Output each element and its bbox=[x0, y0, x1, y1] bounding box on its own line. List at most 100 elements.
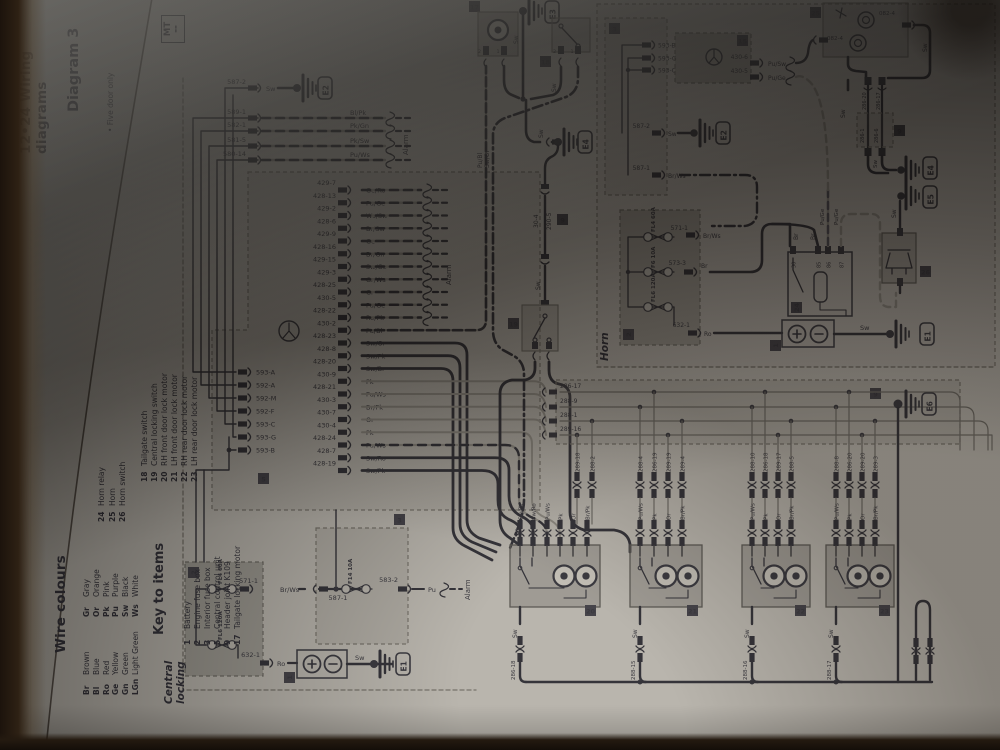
wire-label: Br bbox=[810, 233, 817, 240]
wire-label: 430-4 bbox=[317, 421, 336, 429]
connector bbox=[549, 432, 557, 438]
junction-dot bbox=[625, 67, 631, 73]
wire-label: 288-17 bbox=[827, 660, 833, 680]
wire-label: 288-9 bbox=[560, 398, 578, 405]
wire bbox=[635, 645, 645, 650]
item-badge-label: 3 bbox=[612, 26, 617, 34]
connector bbox=[398, 586, 407, 592]
wire-label: 289-4 bbox=[681, 456, 687, 472]
wire-label: 082-4 bbox=[827, 36, 843, 42]
wire bbox=[831, 484, 841, 489]
wire bbox=[844, 484, 854, 489]
key-item: 19Central locking switch bbox=[149, 383, 159, 482]
wire bbox=[857, 484, 867, 489]
earth-badge-label: E2 bbox=[322, 85, 331, 95]
wire-label: 288-1 bbox=[560, 412, 578, 419]
wire bbox=[587, 484, 597, 489]
wire-label: Br/Pk bbox=[681, 505, 687, 520]
motor-icon bbox=[854, 572, 862, 580]
connector bbox=[749, 537, 755, 546]
wire-label: Pu/Ws bbox=[546, 503, 552, 520]
wire-label: 428-8 bbox=[317, 345, 336, 353]
wire bbox=[760, 532, 770, 537]
wire-label: 288-2 bbox=[591, 456, 597, 472]
break-squiggle bbox=[385, 153, 396, 169]
junction-dot bbox=[690, 129, 698, 137]
wire-label: 428-16 bbox=[313, 243, 336, 251]
connector bbox=[846, 472, 852, 481]
wire-label: 430-7 bbox=[317, 409, 336, 417]
wire bbox=[638, 660, 648, 684]
terminal bbox=[532, 342, 538, 349]
wire bbox=[568, 532, 578, 537]
connector bbox=[859, 520, 865, 529]
connector bbox=[549, 418, 557, 424]
wire-label: 286-17 bbox=[876, 92, 882, 110]
wire-label: Pk bbox=[848, 513, 854, 520]
wire bbox=[540, 261, 550, 265]
wire-label: Ro bbox=[277, 660, 285, 668]
connector bbox=[686, 232, 695, 238]
wire bbox=[635, 484, 645, 489]
connector bbox=[833, 489, 839, 498]
wire-label: 290-5 bbox=[546, 212, 553, 230]
connector bbox=[557, 537, 563, 546]
wire-label: Br bbox=[701, 263, 708, 270]
connector bbox=[872, 537, 878, 546]
wire-label: 289-19 bbox=[667, 452, 673, 472]
wire bbox=[307, 659, 317, 669]
break-squiggle bbox=[439, 582, 450, 598]
connector bbox=[584, 537, 590, 546]
wire-label: 429-3 bbox=[317, 268, 336, 276]
wire-label: 288-5 bbox=[790, 456, 796, 472]
connector bbox=[530, 537, 536, 546]
wire-label: 430-6 bbox=[731, 54, 749, 61]
wire-label: 429-2 bbox=[317, 205, 336, 213]
key-item: 17Tailgate locking motor bbox=[232, 545, 242, 645]
wire-label: 593-A bbox=[256, 369, 276, 377]
connector bbox=[589, 472, 595, 481]
key-item: 18Tailgate switch bbox=[140, 410, 149, 482]
diagram-number: Diagram 3 bbox=[66, 27, 82, 112]
wire-label: 428-13 bbox=[313, 192, 336, 200]
wire-label: 589-1 bbox=[227, 108, 246, 116]
wire-label: Alarm bbox=[445, 264, 453, 285]
connector bbox=[762, 472, 768, 481]
junction-dot bbox=[886, 330, 894, 338]
wire-label: 593-C bbox=[256, 421, 276, 429]
relay-pin bbox=[815, 246, 821, 254]
five-door-note: • Five door only bbox=[106, 72, 115, 132]
wire bbox=[786, 529, 796, 534]
wire-label: 429-9 bbox=[317, 230, 336, 238]
earth-badge-label: E4 bbox=[927, 165, 936, 175]
connector bbox=[574, 472, 580, 481]
wire-label: 288-8 bbox=[835, 456, 841, 472]
item-badge-label: 20 bbox=[586, 608, 596, 616]
wire bbox=[831, 532, 841, 537]
key-item: 3Interior fuse box bbox=[202, 567, 212, 645]
key-item: 21LH front door lock motor bbox=[169, 374, 179, 482]
wire bbox=[269, 658, 274, 668]
junction-dot bbox=[625, 269, 631, 275]
motor-icon bbox=[770, 572, 778, 580]
wire bbox=[568, 529, 578, 534]
connector bbox=[679, 489, 685, 498]
wire-label: Or bbox=[572, 513, 578, 520]
connector bbox=[651, 489, 657, 498]
wire bbox=[760, 481, 770, 486]
connector bbox=[652, 172, 661, 178]
wire-label: 288-4 bbox=[639, 456, 645, 472]
connector bbox=[859, 489, 865, 498]
connector bbox=[833, 653, 839, 662]
connector bbox=[819, 37, 828, 43]
connector bbox=[927, 638, 933, 647]
motor-icon bbox=[494, 26, 502, 34]
connector bbox=[679, 537, 685, 546]
wire-label: 428-7 bbox=[317, 447, 336, 455]
connector bbox=[338, 365, 347, 372]
item-badge-label: 3 bbox=[397, 517, 402, 525]
connector bbox=[541, 300, 549, 305]
wire-label: FL4 60A bbox=[651, 206, 657, 232]
wire-label: Sw bbox=[266, 85, 276, 93]
wire bbox=[870, 484, 880, 489]
